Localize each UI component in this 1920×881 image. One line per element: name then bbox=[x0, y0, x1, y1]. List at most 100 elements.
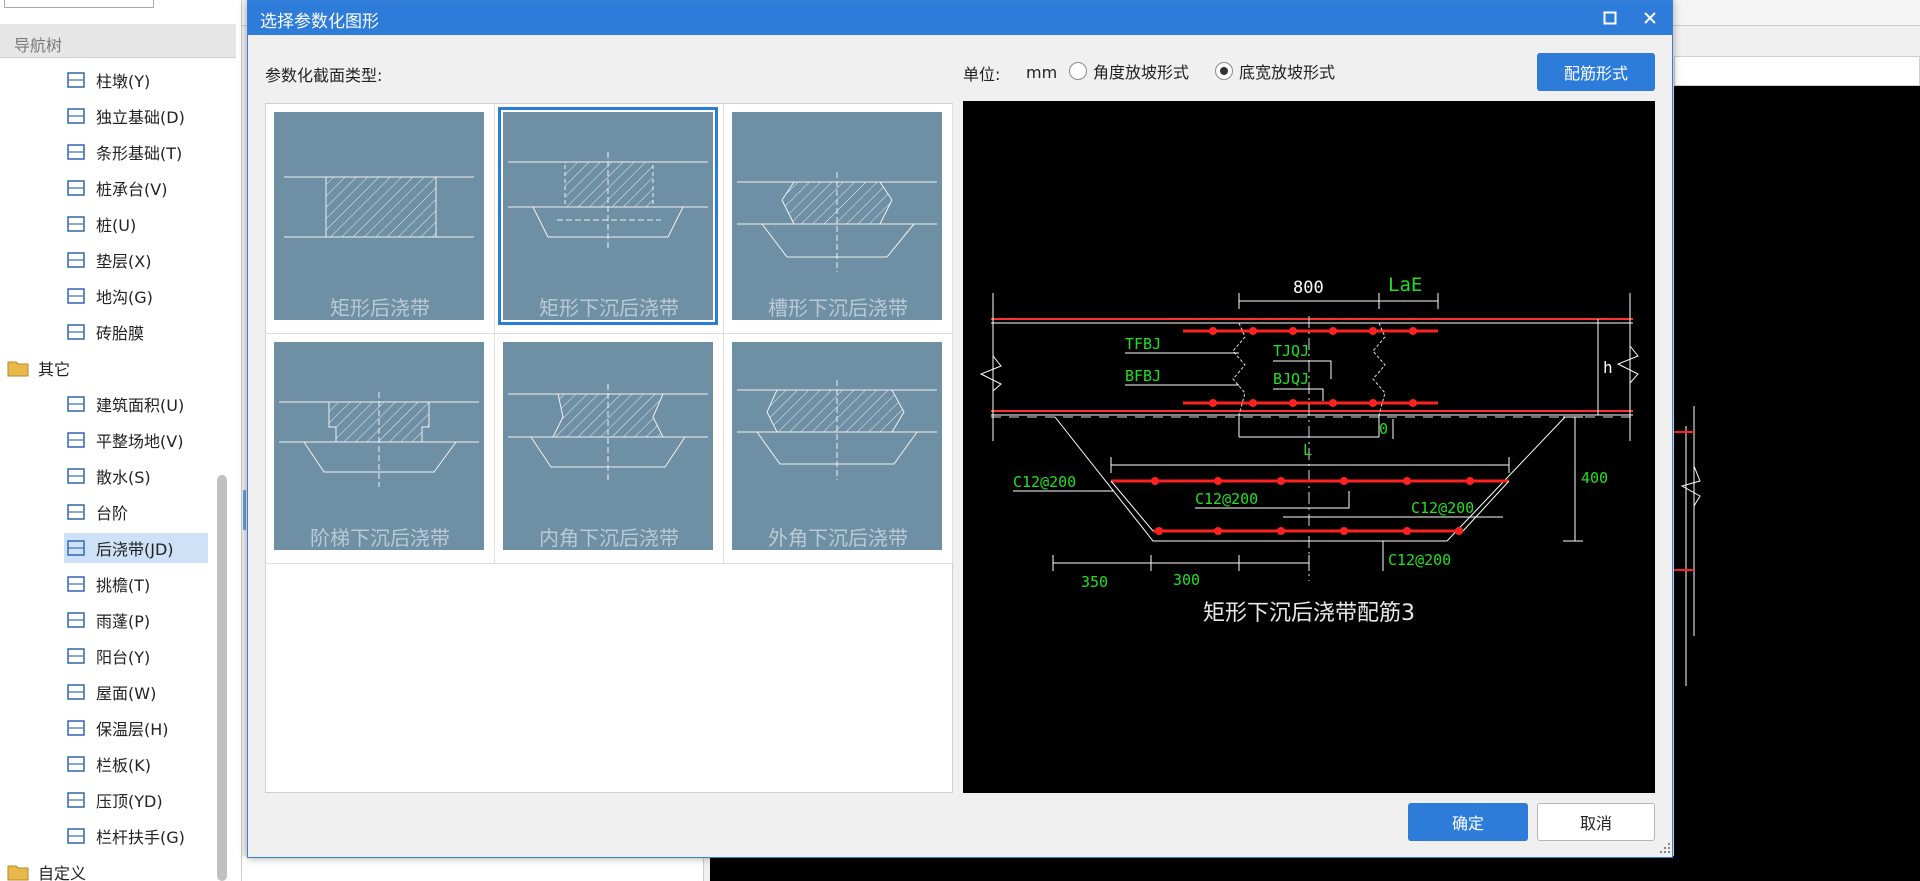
nav-item[interactable]: 阳台(Y) bbox=[64, 641, 150, 671]
coping-icon bbox=[64, 788, 88, 812]
nav-scrollbar[interactable] bbox=[217, 475, 227, 881]
cushion-layer-icon bbox=[64, 248, 88, 272]
nav-search-input[interactable] bbox=[4, 0, 154, 8]
nav-item[interactable]: 栏板(K) bbox=[64, 749, 151, 779]
tile-thumbnail bbox=[274, 112, 484, 320]
canopy-icon bbox=[64, 608, 88, 632]
nav-item[interactable]: 桩(U) bbox=[64, 209, 136, 239]
inner-corner-sunken-strip-shape-icon bbox=[508, 384, 708, 482]
nav-item[interactable]: 后浇带(JD) bbox=[64, 533, 208, 563]
pile-icon bbox=[64, 212, 88, 236]
nav-item[interactable]: 自定义 bbox=[6, 857, 86, 881]
nav-item[interactable]: 台阶 bbox=[64, 497, 128, 527]
isolated-foundation-icon bbox=[64, 104, 88, 128]
radio-angle-slope[interactable]: 角度放坡形式 bbox=[1069, 59, 1189, 83]
nav-item[interactable]: 地沟(G) bbox=[64, 281, 153, 311]
tile-rect-sunken-post-cast[interactable]: 矩形下沉后浇带 bbox=[495, 104, 724, 334]
nav-item[interactable]: 柱墩(Y) bbox=[64, 65, 150, 95]
bfbj-label: BFBJ bbox=[1125, 367, 1161, 385]
railing-icon bbox=[64, 824, 88, 848]
drawing-tab-band bbox=[1674, 56, 1920, 86]
dim-h-label: h bbox=[1603, 358, 1613, 377]
radio-width-slope[interactable]: 底宽放坡形式 bbox=[1215, 59, 1335, 83]
drawing-canvas[interactable] bbox=[1674, 86, 1920, 881]
nav-item-label: 挑檐(T) bbox=[96, 576, 151, 595]
radio-width-label: 底宽放坡形式 bbox=[1239, 63, 1336, 82]
cancel-button[interactable]: 取消 bbox=[1537, 803, 1655, 841]
tile-channel-sunken-post-cast[interactable]: 槽形下沉后浇带 bbox=[724, 104, 953, 334]
unit-value: mm bbox=[1026, 63, 1058, 82]
radio-angle-label: 角度放坡形式 bbox=[1093, 63, 1190, 82]
nav-item[interactable]: 栏杆扶手(G) bbox=[64, 821, 185, 851]
radio-indicator bbox=[1069, 62, 1087, 80]
steps-icon bbox=[64, 500, 88, 524]
panel-splitter[interactable] bbox=[243, 490, 246, 530]
nav-item[interactable]: 条形基础(T) bbox=[64, 137, 182, 167]
rebar-c2-label: C12@200 bbox=[1195, 490, 1258, 508]
select-parametric-shape-dialog: 选择参数化图形 参数化截面类型: 单位: mm 角度放坡形式 底宽放坡形式 配筋… bbox=[247, 0, 1673, 858]
rebar-c4-label: C12@200 bbox=[1388, 551, 1451, 569]
resize-grip-icon[interactable] bbox=[1658, 841, 1672, 855]
parapet-icon bbox=[64, 752, 88, 776]
nav-item-label: 散水(S) bbox=[96, 468, 151, 487]
tile-thumbnail bbox=[503, 342, 713, 550]
bjqj-label: BJQJ bbox=[1273, 370, 1309, 388]
tile-thumbnail bbox=[498, 107, 718, 325]
insulation-icon bbox=[64, 716, 88, 740]
nav-item[interactable]: 垫层(X) bbox=[64, 245, 151, 275]
tile-inner-corner-sunken-post-cast[interactable]: 内角下沉后浇带 bbox=[495, 334, 724, 564]
nav-item-label: 建筑面积(U) bbox=[96, 396, 185, 415]
tile-label: 外角下沉后浇带 bbox=[768, 526, 908, 550]
nav-item-label: 自定义 bbox=[38, 864, 87, 881]
canvas-strip bbox=[710, 856, 1674, 881]
nav-item-label: 垫层(X) bbox=[96, 252, 152, 271]
nav-item-label: 屋面(W) bbox=[96, 684, 157, 703]
nav-item[interactable]: 雨蓬(P) bbox=[64, 605, 150, 635]
building-area-icon bbox=[64, 392, 88, 416]
nav-item[interactable]: 平整场地(V) bbox=[64, 425, 183, 455]
tile-outer-corner-sunken-post-cast[interactable]: 外角下沉后浇带 bbox=[724, 334, 953, 564]
nav-tree-header: 导航树 bbox=[0, 24, 236, 58]
nav-item[interactable]: 建筑面积(U) bbox=[64, 389, 184, 419]
ok-button[interactable]: 确定 bbox=[1408, 803, 1528, 841]
rebar-form-button[interactable]: 配筋形式 bbox=[1537, 53, 1655, 91]
column-pier-icon bbox=[64, 68, 88, 92]
tile-label: 槽形下沉后浇带 bbox=[768, 296, 908, 320]
nav-item[interactable]: 保温层(H) bbox=[64, 713, 169, 743]
nav-item[interactable]: 独立基础(D) bbox=[64, 101, 185, 131]
rect-sunken-strip-shape-icon bbox=[508, 152, 708, 250]
apron-icon bbox=[64, 464, 88, 488]
tfbj-label: TFBJ bbox=[1125, 335, 1161, 353]
nav-item[interactable]: 桩承台(V) bbox=[64, 173, 167, 203]
maximize-button[interactable] bbox=[1594, 4, 1626, 32]
nav-item-label: 后浇带(JD) bbox=[96, 540, 174, 559]
nav-item[interactable]: 散水(S) bbox=[64, 461, 151, 491]
tile-thumbnail bbox=[732, 112, 942, 320]
dim-350-label: 350 bbox=[1081, 573, 1108, 591]
tile-thumbnail bbox=[732, 342, 942, 550]
nav-item-label: 栏杆扶手(G) bbox=[96, 828, 185, 847]
dim-300-label: 300 bbox=[1173, 571, 1200, 589]
nav-item[interactable]: 其它 bbox=[6, 353, 70, 383]
rebar-section-drawing-icon: h 800 LaE TFBJ BFBJ TJQJ bbox=[979, 274, 1639, 591]
channel-sunken-strip-shape-icon bbox=[737, 172, 937, 272]
close-button[interactable] bbox=[1634, 4, 1666, 32]
nav-item[interactable]: 压顶(YD) bbox=[64, 785, 163, 815]
nav-item-label: 砖胎膜 bbox=[96, 324, 145, 343]
tile-rectangular-post-cast[interactable]: 矩形后浇带 bbox=[266, 104, 495, 334]
nav-item[interactable]: 屋面(W) bbox=[64, 677, 156, 707]
navigation-tree-panel: 导航树 柱墩(Y) 独立基础(D) 条形基础(T) 桩承台(V) 桩(U) 垫层(X) 地沟… bbox=[0, 0, 242, 881]
dialog-titlebar[interactable]: 选择参数化图形 bbox=[248, 1, 1672, 35]
dim-400-label: 400 bbox=[1581, 469, 1608, 487]
status-area bbox=[242, 856, 704, 881]
tile-stepped-sunken-post-cast[interactable]: 阶梯下沉后浇带 bbox=[266, 334, 495, 564]
unit-label: 单位: bbox=[963, 65, 1001, 84]
nav-item-label: 压顶(YD) bbox=[96, 792, 163, 811]
nav-item-label: 柱墩(Y) bbox=[96, 72, 151, 91]
nav-item[interactable]: 挑檐(T) bbox=[64, 569, 150, 599]
nav-item-label: 保温层(H) bbox=[96, 720, 169, 739]
shape-gallery: 矩形后浇带 矩形下沉后浇带 bbox=[265, 103, 953, 793]
nav-item-label: 条形基础(T) bbox=[96, 144, 183, 163]
nav-item[interactable]: 砖胎膜 bbox=[64, 317, 144, 347]
stepped-sunken-strip-shape-icon bbox=[279, 392, 479, 487]
